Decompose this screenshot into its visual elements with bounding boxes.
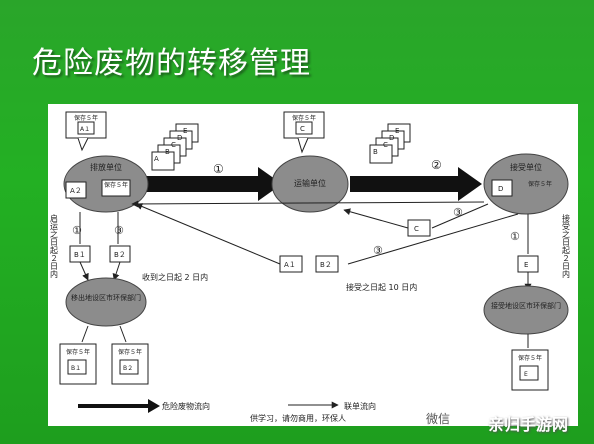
receiver-node — [483, 153, 569, 215]
doc-a1-label: A１ — [80, 126, 90, 133]
doc-e-label: E — [524, 261, 528, 269]
legend-form-label: 联单流向 — [344, 401, 376, 411]
doc-b1-label: B１ — [74, 251, 86, 259]
doc-b2-mid-label: B２ — [320, 261, 332, 269]
wechat-watermark: 微信 — [426, 412, 451, 426]
producer-note-text: 保存５年 — [74, 114, 98, 122]
transfer-diagram: E D C B A E D C B ① ② 排放单位 A２ 保存５年 保存５年 … — [50, 111, 571, 423]
transporter-label: 运输单位 — [294, 178, 326, 188]
doc-b2-mid — [315, 255, 339, 273]
brand-watermark: 亲归手游网 — [488, 415, 569, 434]
doc-b2-label: B２ — [114, 251, 126, 259]
accepted-2days-label: 接受之日起２日内 — [562, 213, 571, 279]
step-3-receiver: ③ — [453, 206, 463, 219]
legend-waste-arrow — [78, 399, 160, 413]
doc-a1-mid-label: A１ — [284, 261, 296, 269]
doc-a2-label: A２ — [70, 187, 82, 195]
transporter-note-text: 保存５年 — [292, 114, 316, 122]
stack-label-a: A — [154, 155, 159, 163]
step-1-right: ① — [510, 230, 520, 243]
form-stack-1: E D C B A — [151, 123, 199, 171]
doc-c-return-label: C — [414, 225, 419, 233]
waste-flow-arrow-1 — [134, 167, 282, 201]
received-2days-label: 收到之日起 2 日内 — [142, 272, 208, 282]
origin-epb-node — [65, 277, 147, 327]
waste-flow-arrow-2 — [350, 167, 482, 201]
start-transport-label: 启运之日起２日内 — [50, 213, 59, 279]
dest-note-doc: E — [524, 371, 528, 378]
stack-label-d: D — [177, 134, 182, 142]
origin-note-2-text: 保存５年 — [118, 348, 142, 356]
producer-label: 排放单位 — [90, 162, 122, 172]
dest-epb-node — [483, 285, 569, 335]
accepted-10days-label: 接受之日起 10 日内 — [346, 282, 417, 292]
page-title: 危险废物的转移管理 — [32, 46, 311, 81]
origin-note-1-text: 保存５年 — [66, 348, 90, 356]
doc-c-label: C — [300, 125, 305, 133]
dest-note-text: 保存５年 — [518, 354, 542, 362]
footer-caption: 供学习，请勿商用，环保人 — [250, 413, 346, 423]
form-stack-2: E D C B — [369, 123, 411, 164]
legend-waste-label: 危险废物流向 — [162, 401, 210, 411]
step-1-top: ① — [213, 162, 224, 176]
origin-note-2-doc: B２ — [123, 365, 133, 372]
receiver-keep5: 保存５年 — [528, 180, 552, 188]
stack-label-e: E — [183, 127, 187, 135]
stack2-label-b: B — [373, 148, 378, 156]
transporter-node — [271, 155, 349, 213]
origin-epb-label: 移出地设区市环保部门 — [71, 293, 141, 302]
stack-label-c: C — [171, 141, 176, 149]
dest-epb-label: 接受地设区市环保部门 — [491, 301, 561, 310]
step-3-left: ③ — [114, 224, 124, 237]
stack2-label-c: C — [383, 141, 388, 149]
diagram-panel: E D C B A E D C B ① ② 排放单位 A２ 保存５年 保存５年 … — [48, 104, 578, 426]
doc-d-label: D — [498, 185, 503, 193]
doc-d — [491, 179, 513, 197]
receiver-label: 接受单位 — [510, 162, 542, 172]
doc-a2 — [65, 181, 87, 199]
doc-c-return — [407, 219, 431, 237]
stack2-label-e: E — [395, 127, 399, 135]
step-3-long: ③ — [373, 244, 383, 257]
stack2-label-d: D — [389, 134, 394, 142]
producer-keep5: 保存５年 — [104, 181, 128, 189]
origin-note-1-doc: B１ — [71, 365, 81, 372]
step-2-top: ② — [431, 158, 442, 172]
step-1-left: ① — [72, 224, 82, 237]
stack-label-b: B — [165, 148, 170, 156]
